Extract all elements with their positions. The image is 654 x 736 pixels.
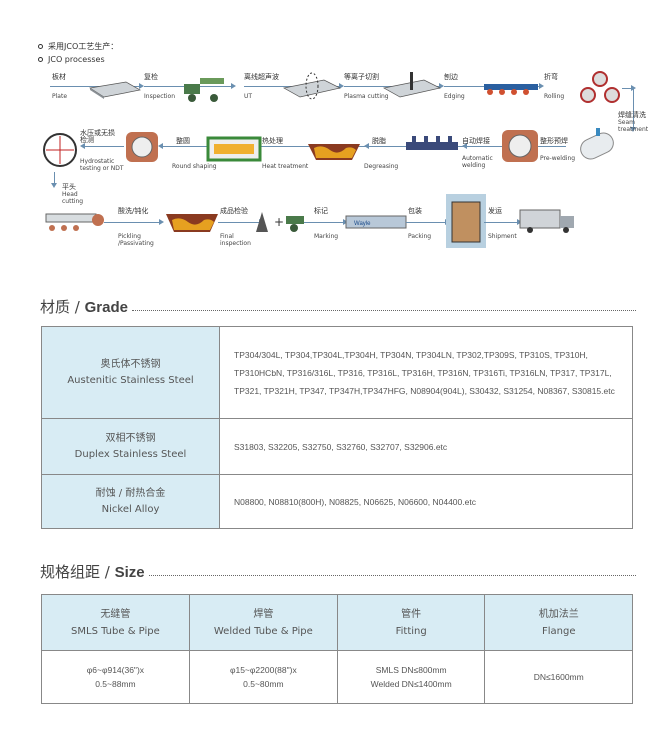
degreasing-tank-icon <box>308 144 360 160</box>
edging-roller-icon <box>484 84 538 95</box>
flow-arrow <box>80 143 124 149</box>
pickling-tank-icon <box>166 214 218 232</box>
plasma-cutter-icon <box>383 72 442 98</box>
size-section-title: 规格组距 / Size <box>40 561 636 582</box>
inspection-machine-icon <box>184 78 224 102</box>
grade-value-cell: TP304/304L, TP304,TP304L,TP304H, TP304N,… <box>219 326 633 419</box>
svg-text:+: + <box>274 215 284 229</box>
rolling-icon <box>580 71 620 103</box>
hydro-test-icon <box>43 133 77 167</box>
flow-arrow <box>104 219 164 225</box>
intro: 采用JCO工艺生产： JCO processes <box>38 40 118 66</box>
prewelding-icon <box>502 130 538 162</box>
round-shaping-icon <box>126 132 158 162</box>
welding-line-icon <box>406 136 458 150</box>
ut-plate-icon <box>283 72 342 100</box>
head-cutting-icon <box>45 213 104 231</box>
flow-arrow-down <box>51 172 57 188</box>
bullet-icon <box>38 44 43 49</box>
grade-section-title: 材质 / Grade <box>40 296 636 317</box>
flow-arrow <box>622 85 636 91</box>
marking-label: Wayle <box>354 221 371 227</box>
pipe-seam-icon <box>580 128 614 160</box>
packing-bundle-icon <box>446 194 486 248</box>
final-inspection-icon: + <box>256 212 304 232</box>
intro-line-cn: 采用JCO工艺生产： <box>48 42 119 51</box>
truck-icon <box>519 209 574 233</box>
bullet-icon <box>38 57 43 62</box>
intro-line-en: JCO processes <box>48 55 105 64</box>
size-cell: DN≤1600mm <box>484 650 633 704</box>
heat-furnace-icon <box>206 136 262 162</box>
marked-pipe-icon: Wayle <box>345 215 407 229</box>
flow-arrow <box>50 83 144 89</box>
grade-value-cell: N08800, N08810(800H), N08825, N06625, N0… <box>219 474 633 529</box>
grade-value-cell: S31803, S32205, S32750, S32760, S32707, … <box>219 418 633 475</box>
plate-icon <box>89 81 141 99</box>
flow-arrow-down <box>630 88 636 132</box>
